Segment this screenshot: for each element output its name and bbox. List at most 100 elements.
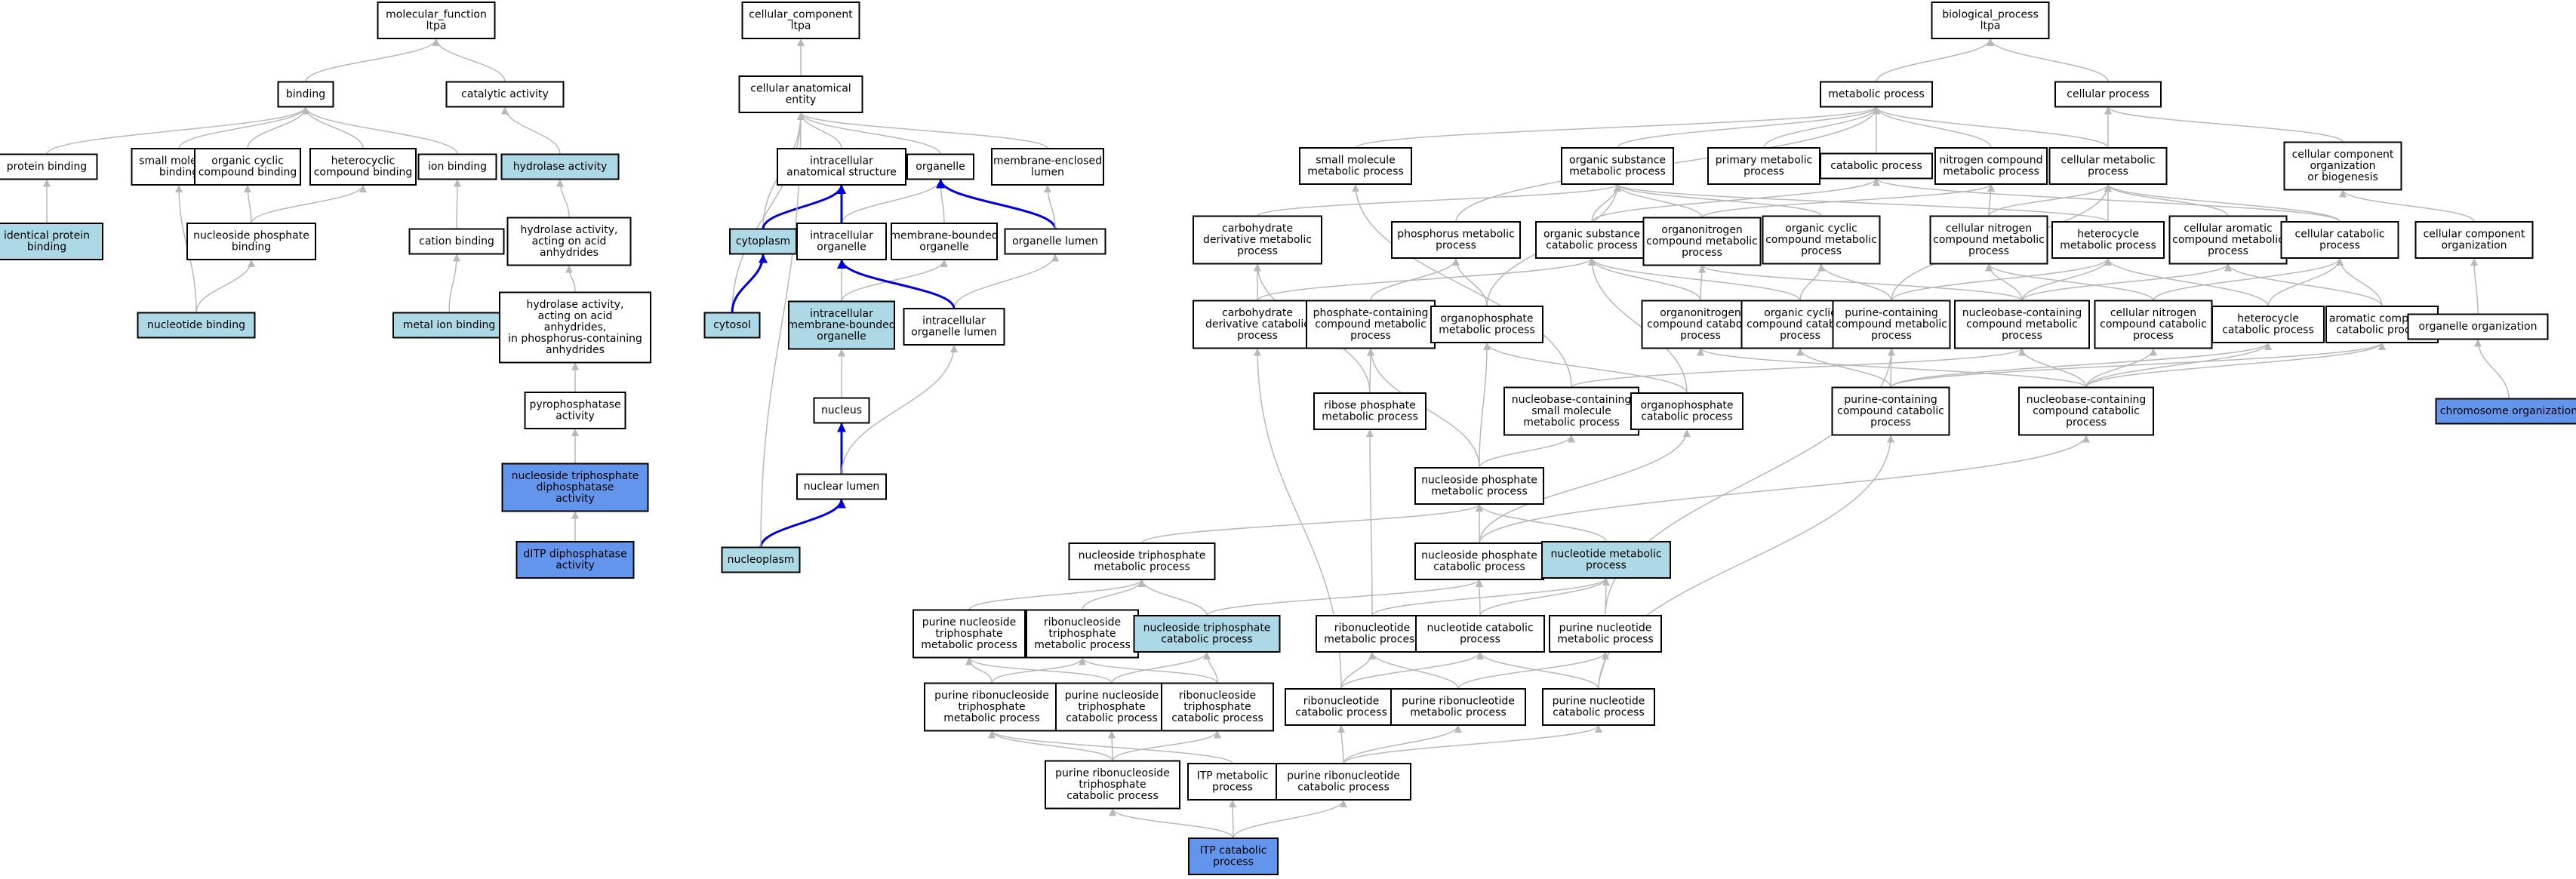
node-box-opmp	[1430, 306, 1543, 343]
node-nucbind[interactable]: nucleotide binding	[137, 312, 256, 339]
node-metproc[interactable]: metabolic process	[1820, 81, 1933, 108]
node-orglumen[interactable]: organelle lumen	[1004, 228, 1106, 255]
node-nucleoplasm[interactable]: nucleoplasm	[721, 546, 801, 573]
node-cytoplasm[interactable]: cytoplasm	[729, 228, 797, 255]
node-protbind[interactable]: protein binding	[0, 153, 98, 180]
node-organelle[interactable]: organelle	[906, 153, 974, 180]
node-chromorg[interactable]: chromosome organization	[2435, 398, 2576, 425]
edge-ntpmp-to-nspmp	[1141, 503, 1483, 544]
node-metalion[interactable]: metal ion binding	[392, 312, 506, 339]
node-cellproc[interactable]: cellular process	[2054, 81, 2162, 108]
node-label-cdcp: carbohydrate	[1222, 307, 1293, 319]
node-hydrolase[interactable]: hydrolase activity	[500, 153, 620, 180]
node-label-oscp: organic substance	[1543, 229, 1640, 241]
node-nuclumen[interactable]: nuclear lumen	[796, 473, 887, 500]
node-binding[interactable]: binding	[277, 81, 334, 108]
node-box-puncp	[1542, 688, 1655, 726]
node-cytosol[interactable]: cytosol	[703, 312, 761, 339]
node-label-cytosol: cytosol	[713, 319, 751, 331]
node-cationbind[interactable]: cation binding	[408, 228, 505, 255]
node-catproc[interactable]: catabolic process	[1820, 152, 1933, 180]
node-prntpcp[interactable]: purine ribonucleosidetriphosphatecatabol…	[1045, 760, 1180, 810]
node-ntpdp[interactable]: nucleoside triphosphatediphosphataseacti…	[501, 463, 649, 512]
node-nucleus[interactable]: nucleus	[813, 397, 870, 424]
node-ionbind[interactable]: ion binding	[417, 153, 497, 180]
node-hydanhp[interactable]: hydrolase activity,acting on acidanhydri…	[499, 291, 651, 364]
node-orgorg[interactable]: organelle organization	[2407, 313, 2549, 340]
node-hydanh[interactable]: hydrolase activity,acting on acidanhydri…	[506, 217, 632, 266]
node-label-intorg: intracellular	[810, 230, 873, 242]
node-label-nbcsmmp: metabolic process	[1523, 416, 1620, 429]
node-label-ccob: or biogenesis	[2307, 171, 2378, 183]
node-catalytic[interactable]: catalytic activity	[445, 81, 565, 108]
node-label-cae: entity	[786, 94, 817, 106]
node-label-prntpcp: catabolic process	[1066, 790, 1159, 802]
node-prntpmp[interactable]: purine ribonucleosidetriphosphatemetabol…	[924, 682, 1060, 732]
node-label-ntpdp: nucleoside triphosphate	[512, 470, 639, 482]
